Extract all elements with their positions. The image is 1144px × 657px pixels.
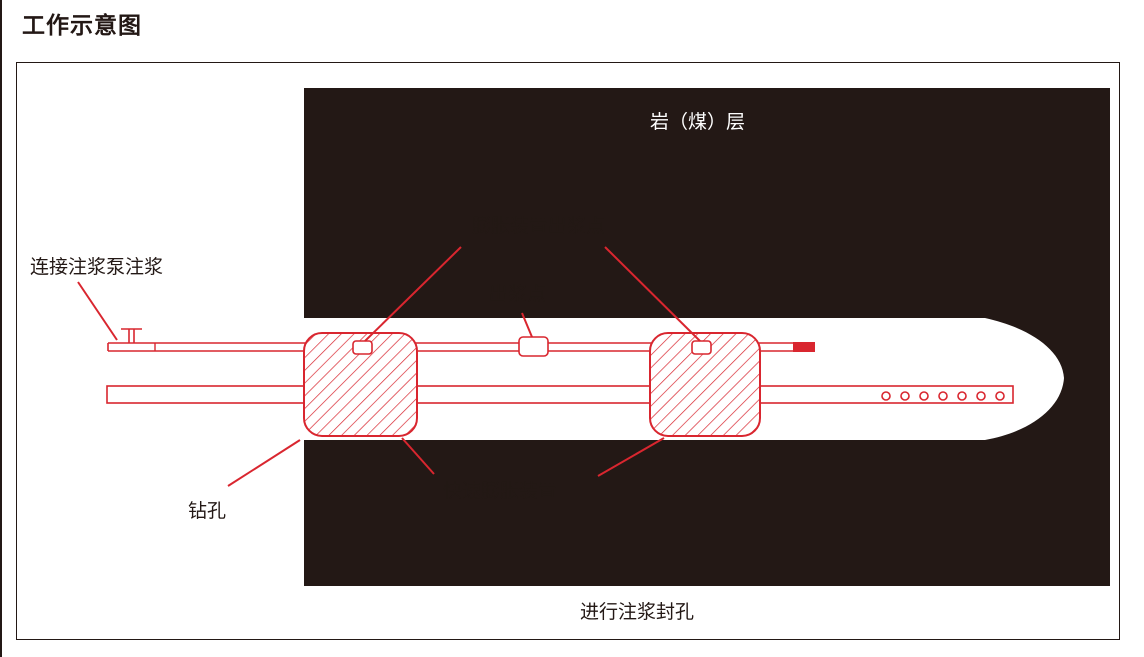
leader-device-left [401,437,435,475]
expansion-device-right [649,332,761,437]
left-edge-line [0,0,2,657]
leader-borehole [227,439,301,487]
pipe-hole [938,391,948,401]
page-title: 工作示意图 [22,13,142,39]
connect-pump-label: 连接注浆泵注浆 [30,256,163,278]
expansion-outlet-left [352,340,373,355]
leader-expansion-outlet-left [364,246,462,342]
pipe-hole [995,391,1005,401]
rock-layer [304,88,1110,586]
leader-outlet [521,312,533,338]
pipe-hole [900,391,910,401]
lower-pipe [106,385,1014,404]
outlet-point [518,336,549,357]
expansion-device-left [303,332,418,437]
lower-pipe-holes [881,391,1005,401]
leader-expansion-outlet-right [604,246,701,342]
pipe-hole [881,391,891,401]
grout-pipe-end [793,342,815,352]
caption-label: 进行注浆封孔 [580,601,694,623]
rock-layer-label: 岩（煤）层 [650,111,745,133]
pipe-hole [976,391,986,401]
leader-device-right [597,437,665,477]
diagram-frame [16,62,1120,640]
fast-expansion-device-label: 快速膨胀装置 [443,480,557,502]
expansion-outlet-right [691,340,712,355]
pipe-hole [957,391,967,401]
leader-connect-pump [77,281,118,341]
borehole-label: 钻孔 [188,500,226,522]
expansion-outlet-label: 膨胀装置出浆点 [472,215,605,237]
outlet-label: 出浆点 [489,283,546,305]
pipe-hole [919,391,929,401]
